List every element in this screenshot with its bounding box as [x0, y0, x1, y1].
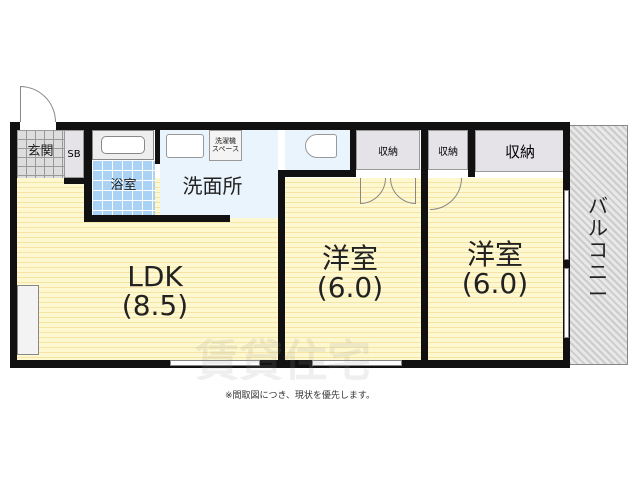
entry-opening	[20, 122, 56, 130]
shoebox-label: SB	[67, 148, 81, 160]
washer-space: 洗濯機 スペース	[209, 130, 242, 161]
wall	[278, 170, 285, 362]
washroom-label: 洗面所	[182, 173, 243, 198]
western-room-2-floor	[428, 178, 566, 362]
storage-2-label: 収納	[438, 146, 458, 158]
bathroom-label: 浴室	[110, 178, 137, 194]
wall	[10, 122, 17, 368]
window	[312, 360, 402, 366]
wall	[421, 130, 428, 362]
western-room-1-floor	[285, 178, 421, 362]
toilet	[305, 134, 337, 158]
storage-1: 収納	[356, 130, 420, 170]
sink	[166, 134, 204, 158]
wall	[278, 170, 356, 177]
kitchen-counter	[17, 285, 39, 355]
wall	[84, 215, 230, 222]
watermark-logo: 賃貸住宅	[195, 336, 371, 380]
shoebox: SB	[64, 130, 84, 178]
entry-door-swing	[20, 86, 56, 124]
entrance-label: 玄関	[27, 144, 54, 160]
window	[170, 360, 260, 366]
storage-3: 収納	[475, 130, 565, 172]
storage-1-label: 収納	[378, 146, 398, 158]
storage-3-label: 収納	[504, 142, 535, 161]
window	[564, 268, 569, 338]
western-room-2-label: 洋室 (6.0)	[461, 237, 529, 300]
ldk-label: LDK (8.5)	[121, 259, 189, 322]
balcony-label: バ ル コ ニ ー	[588, 194, 608, 306]
wall	[350, 130, 356, 177]
wall	[10, 360, 570, 368]
western-room-1-label: 洋室 (6.0)	[316, 241, 384, 304]
wall	[64, 178, 92, 184]
bathtub-basin	[101, 136, 145, 154]
wall	[84, 130, 92, 222]
bathtub	[92, 130, 154, 160]
bathroom	[92, 160, 155, 216]
wall	[468, 130, 475, 177]
wall	[10, 122, 570, 130]
disclaimer-note: ※間取図につき、現状を優先します。	[224, 391, 375, 401]
entrance-area	[17, 130, 64, 178]
storage-2: 収納	[428, 130, 468, 170]
wall	[155, 130, 160, 164]
window	[564, 190, 569, 260]
